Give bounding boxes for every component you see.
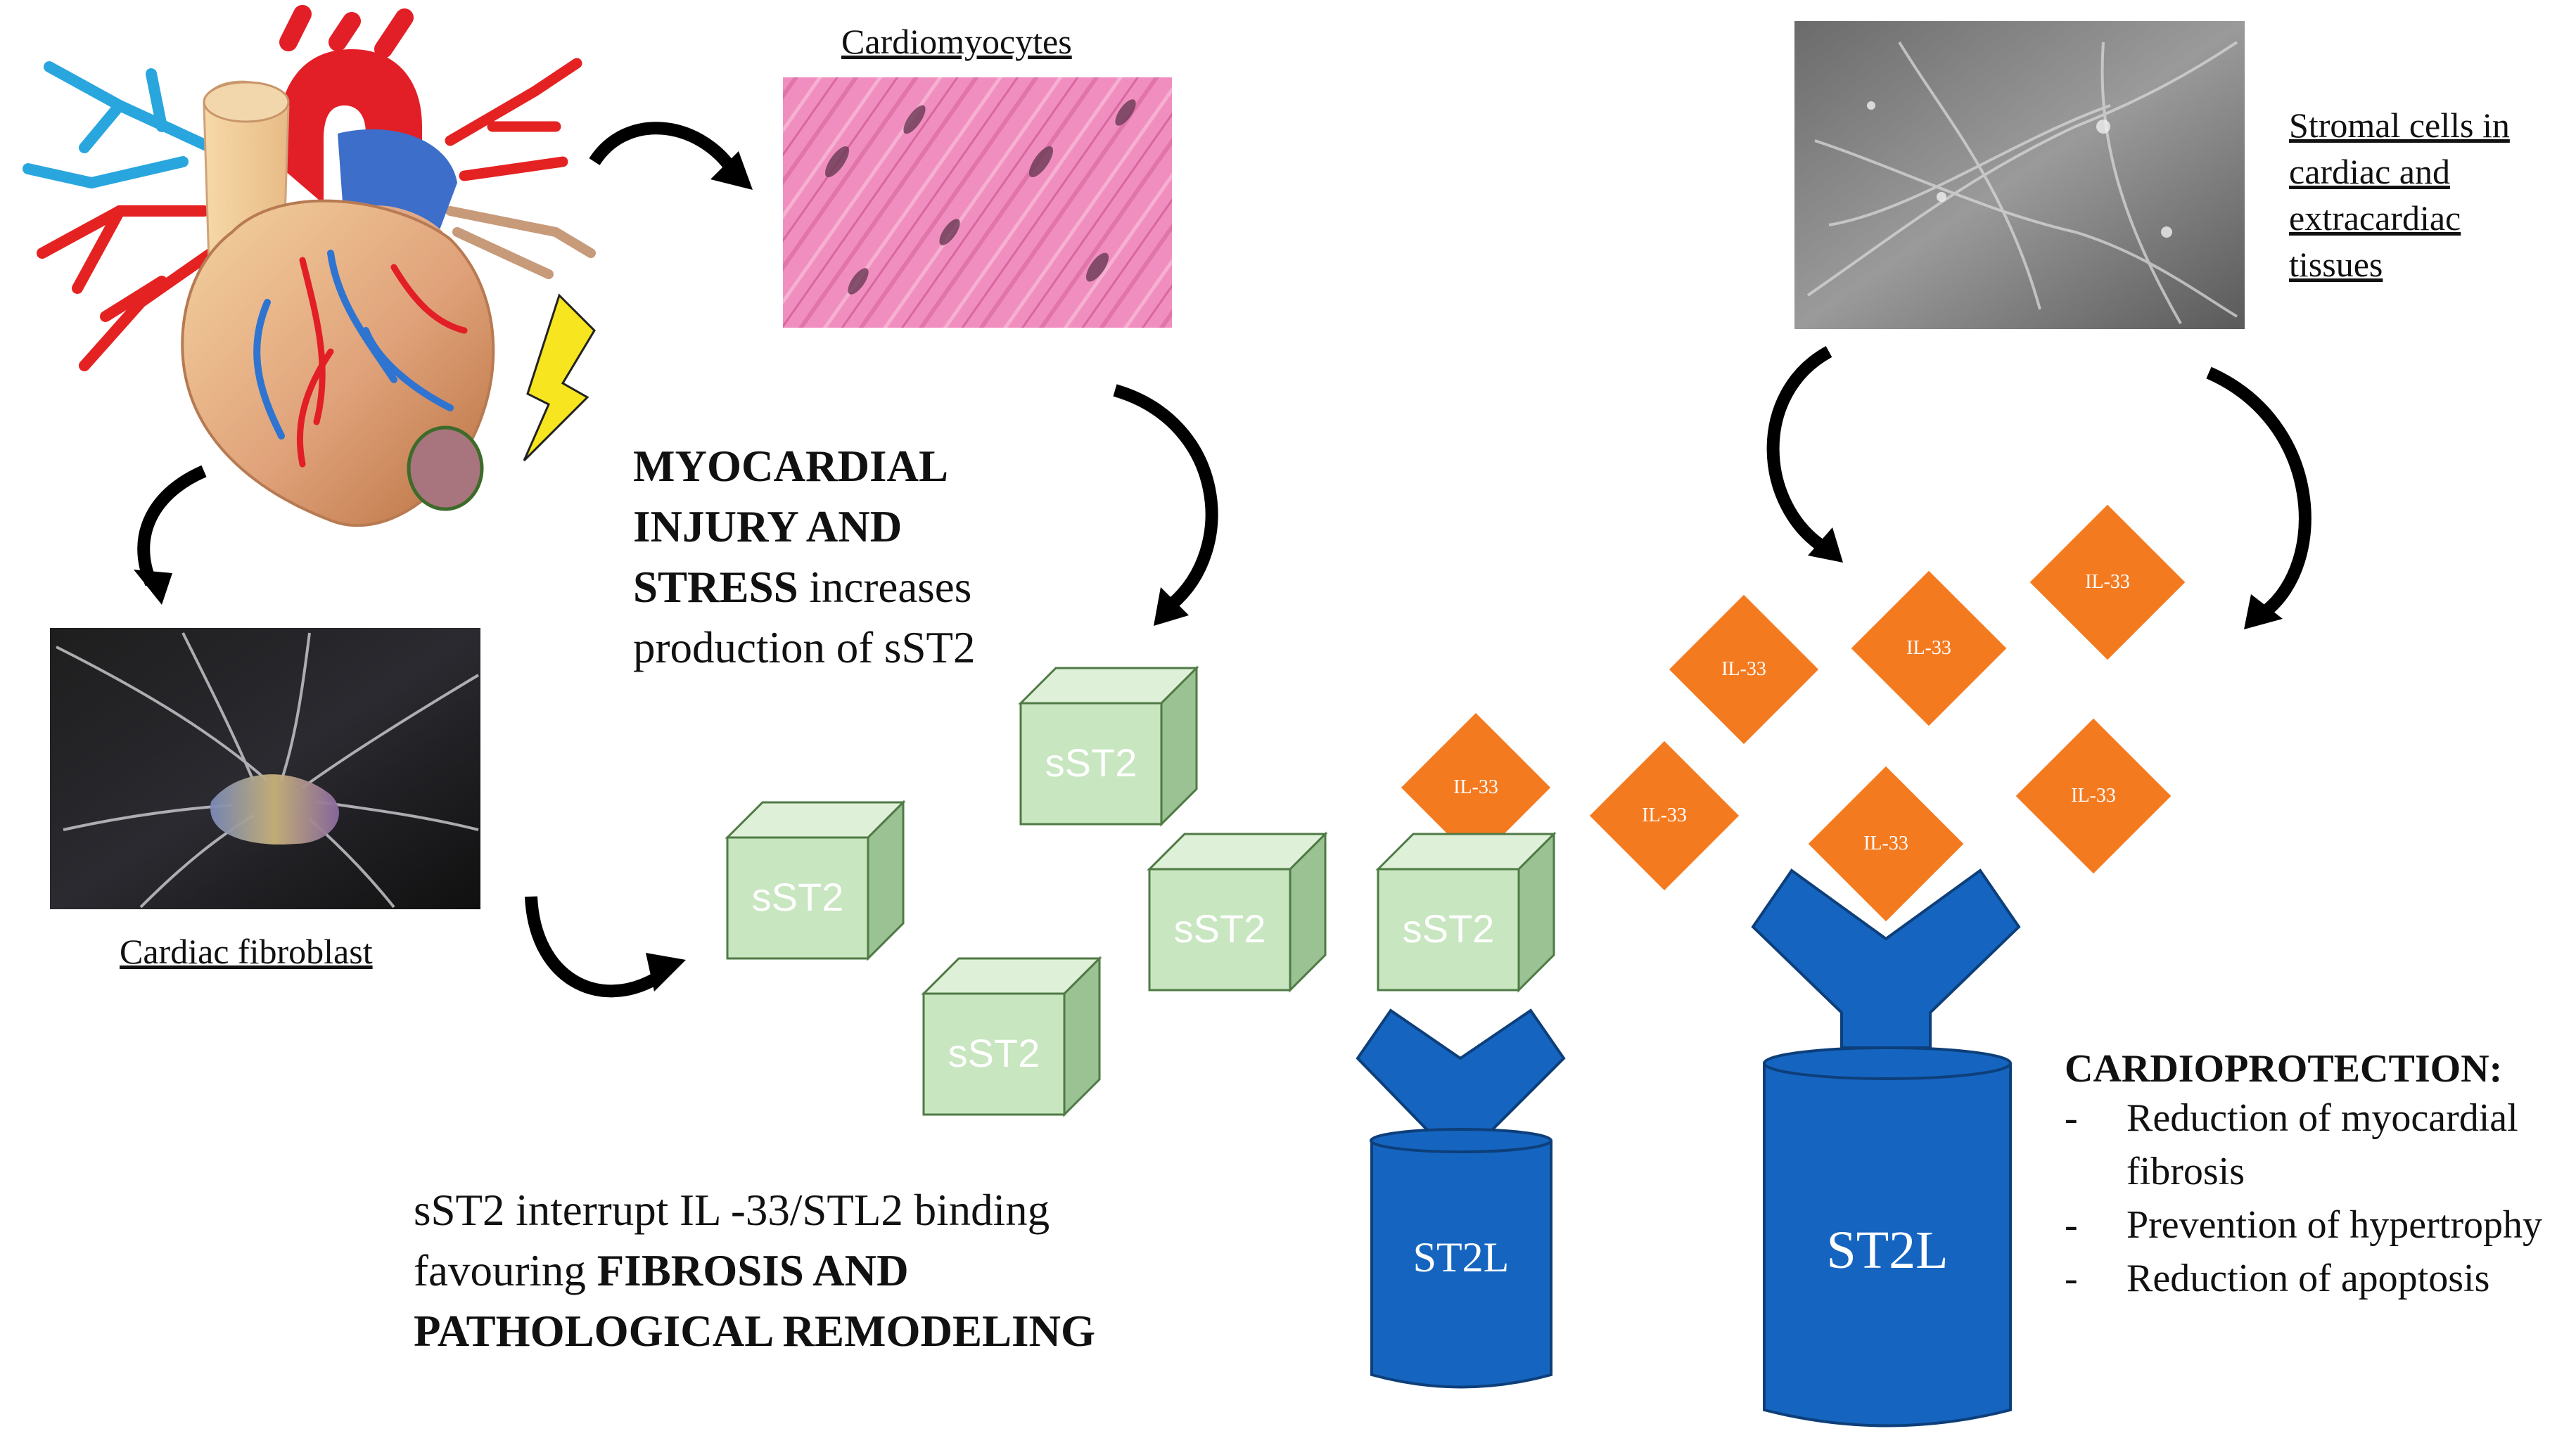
st2l-label: ST2L [1826, 1221, 1948, 1280]
arrowheads [134, 151, 2283, 992]
sst2-cube: sST2 [725, 800, 906, 961]
il33-label: IL-33 [1863, 833, 1908, 854]
il33-label: IL-33 [1642, 804, 1687, 826]
curved-arrows [137, 122, 2312, 998]
sst2-label: sST2 [1045, 740, 1137, 785]
sst2-cube: sST2 [1018, 665, 1199, 827]
sst2-molecules: sST2 sST2 sST2 sST2 sST2 [725, 665, 1557, 1117]
cardioprotection-item: Reduction of apoptosis [2065, 1252, 2571, 1305]
cardiac-fibroblast-image [50, 628, 480, 909]
il33-diamond: IL-33 [1401, 712, 1551, 863]
st2l-label: ST2L [1413, 1234, 1510, 1281]
arrow-stromal-left [1766, 346, 1832, 554]
il33-diamond-bound: IL-33 [1808, 766, 1964, 922]
il33-diamond: IL-33 [1669, 594, 1819, 745]
arrow-heart-to-fibroblast [137, 465, 207, 586]
arrow-cardiomyocytes-to-sst2 [1113, 384, 1218, 610]
il33-label: IL-33 [1721, 658, 1766, 680]
il33-diamond: IL-33 [1589, 740, 1740, 891]
sst2-label: sST2 [752, 875, 844, 919]
stromal-cells-image [1794, 21, 2245, 329]
il33-diamond: IL-33 [2029, 504, 2186, 660]
cardiomyocytes-image [783, 77, 1172, 328]
cardioprotection-list: Reduction of myocardial fibrosis Prevent… [2065, 1091, 2571, 1305]
sst2-label: sST2 [1403, 906, 1495, 951]
sst2-label: sST2 [1174, 906, 1266, 951]
il33-diamond: IL-33 [1851, 570, 2007, 726]
arrow-fibroblast-to-sst2 [525, 896, 661, 998]
lightning-bolt-icon [523, 293, 596, 462]
sst2-cube: sST2 [1147, 831, 1328, 993]
arrow-stromal-right [2206, 366, 2312, 617]
cardioprotection-block: CARDIOPROTECTION: Reduction of myocardia… [2065, 1046, 2571, 1305]
sst2-cube: sST2 [921, 956, 1102, 1117]
myocardial-injury-text: MYOCARDIAL INJURY AND STRESS increases p… [633, 442, 976, 672]
il33-label: IL-33 [2085, 571, 2130, 593]
st2l-receptor-small: ST2L [1356, 1008, 1566, 1389]
il33-label: IL-33 [1906, 637, 1951, 659]
cardioprotection-title: CARDIOPROTECTION: [2065, 1047, 2503, 1091]
il33-diamond: IL-33 [2015, 718, 2172, 874]
il33-label: IL-33 [1453, 776, 1498, 798]
heart-illustration [23, 5, 596, 527]
sst2-cube-bound: sST2 [1375, 831, 1557, 993]
st2l-receptor-large: ST2L [1751, 868, 2021, 1427]
il33-molecules: IL-33 IL-33 IL-33 IL-33 IL-33 IL-33 [1401, 504, 2186, 891]
stromal-cells-label: Stromal cells in cardiac and extracardia… [2289, 105, 2510, 284]
arrow-heart-to-cardiomyocytes [589, 122, 737, 173]
cardiomyocytes-label: Cardiomyocytes [841, 22, 1072, 61]
cardiac-fibroblast-label: Cardiac fibroblast [120, 932, 373, 971]
cardioprotection-item: Prevention of hypertrophy [2065, 1198, 2571, 1252]
sst2-interrupt-text: sST2 interrupt IL -33/STL2 binding favou… [414, 1186, 1096, 1356]
sst2-label: sST2 [948, 1031, 1040, 1075]
cardioprotection-item: Reduction of myocardial fibrosis [2065, 1091, 2571, 1198]
il33-label: IL-33 [2071, 785, 2116, 807]
